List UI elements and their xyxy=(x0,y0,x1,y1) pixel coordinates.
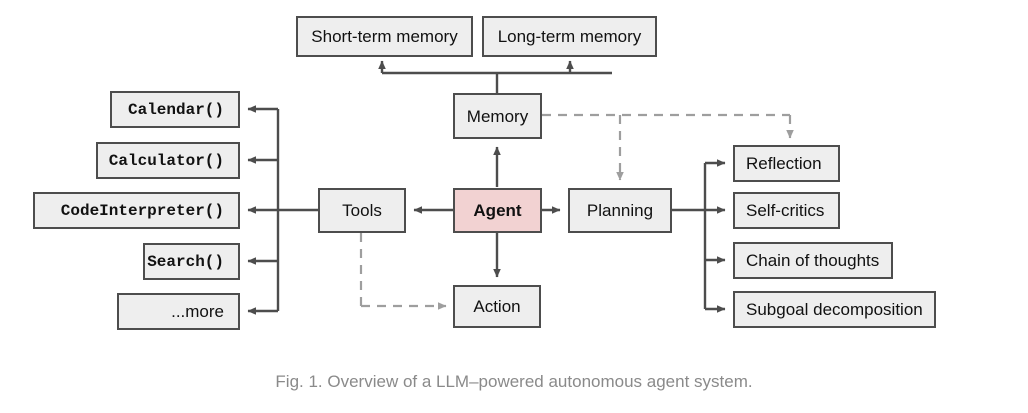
node-label: Memory xyxy=(466,106,529,126)
node-tools[interactable]: Tools xyxy=(318,188,406,233)
node-tool-calendar[interactable]: Calendar() xyxy=(110,91,240,128)
node-label: Self-critics xyxy=(746,201,825,220)
node-tool-codeinterpreter[interactable]: CodeInterpreter() xyxy=(33,192,240,229)
node-planning-subgoal-decomposition[interactable]: Subgoal decomposition xyxy=(733,291,936,328)
node-label: Tools xyxy=(342,201,382,220)
node-tool-calculator[interactable]: Calculator() xyxy=(96,142,240,179)
node-label: Reflection xyxy=(746,154,822,173)
node-planning[interactable]: Planning xyxy=(568,188,672,233)
node-label: Action xyxy=(473,297,521,316)
node-action[interactable]: Action xyxy=(453,285,541,328)
node-label: Calculator() xyxy=(108,151,224,170)
node-label: ...more xyxy=(171,302,224,321)
node-label: Agent xyxy=(473,201,522,220)
node-label: Subgoal decomposition xyxy=(746,300,923,319)
node-planning-chain-of-thoughts[interactable]: Chain of thoughts xyxy=(733,242,893,279)
node-label: Planning xyxy=(586,201,654,220)
node-memory[interactable]: Memory xyxy=(453,93,542,139)
node-label: CodeInterpreter() xyxy=(60,201,224,220)
node-tool-search[interactable]: Search() xyxy=(143,243,240,280)
figure-caption: Fig. 1. Overview of a LLM–powered autono… xyxy=(275,372,753,391)
node-planning-self-critics[interactable]: Self-critics xyxy=(733,192,840,229)
node-tool-more[interactable]: ...more xyxy=(117,293,240,330)
node-label: Short-term memory xyxy=(311,27,458,46)
node-agent[interactable]: Agent xyxy=(453,188,542,233)
node-label: Calendar() xyxy=(127,100,224,119)
node-short-term-memory[interactable]: Short-term memory xyxy=(296,16,473,57)
node-planning-reflection[interactable]: Reflection xyxy=(733,145,840,182)
node-long-term-memory[interactable]: Long-term memory xyxy=(482,16,657,57)
node-label: Chain of thoughts xyxy=(746,251,880,270)
node-label: Search() xyxy=(147,252,224,271)
node-label: Long-term memory xyxy=(497,27,642,46)
